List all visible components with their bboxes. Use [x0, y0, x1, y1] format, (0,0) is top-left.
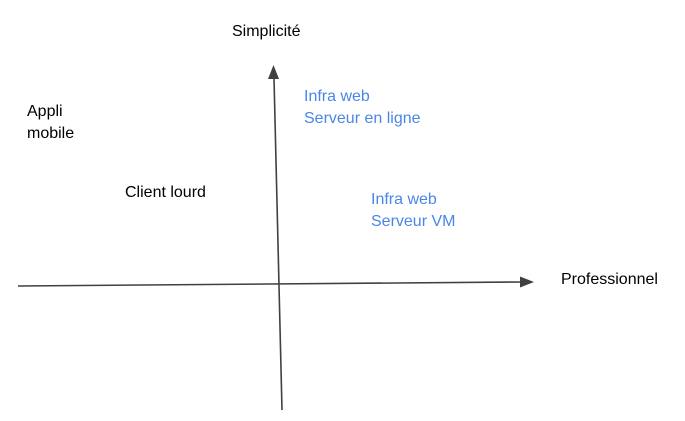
- y-axis-arrowhead: [268, 65, 279, 79]
- y-axis-label: Simplicité: [232, 23, 301, 40]
- label-infra2-line-2: Serveur VM: [371, 213, 456, 230]
- x-axis-label: Professionnel: [561, 271, 658, 288]
- x-axis-arrowhead: [520, 276, 534, 288]
- label-infra2-line-1: Infra web: [371, 191, 437, 208]
- y-axis-line: [273, 77, 283, 411]
- x-axis-line: [17, 281, 523, 287]
- label-infra1-line-2: Serveur en ligne: [304, 110, 421, 127]
- label-appli-line-2: mobile: [27, 125, 75, 142]
- label-infra-web-serveur-vm: Infra web Serveur VM: [371, 189, 455, 233]
- label-appli-mobile: Appli mobile: [27, 101, 74, 145]
- label-infra1-line-1: Infra web: [304, 88, 370, 105]
- label-appli-line-1: Appli: [27, 103, 63, 120]
- label-client-lourd: Client lourd: [125, 182, 206, 204]
- label-infra-web-serveur-en-ligne: Infra web Serveur en ligne: [304, 86, 421, 130]
- label-client-line-1: Client lourd: [125, 184, 206, 201]
